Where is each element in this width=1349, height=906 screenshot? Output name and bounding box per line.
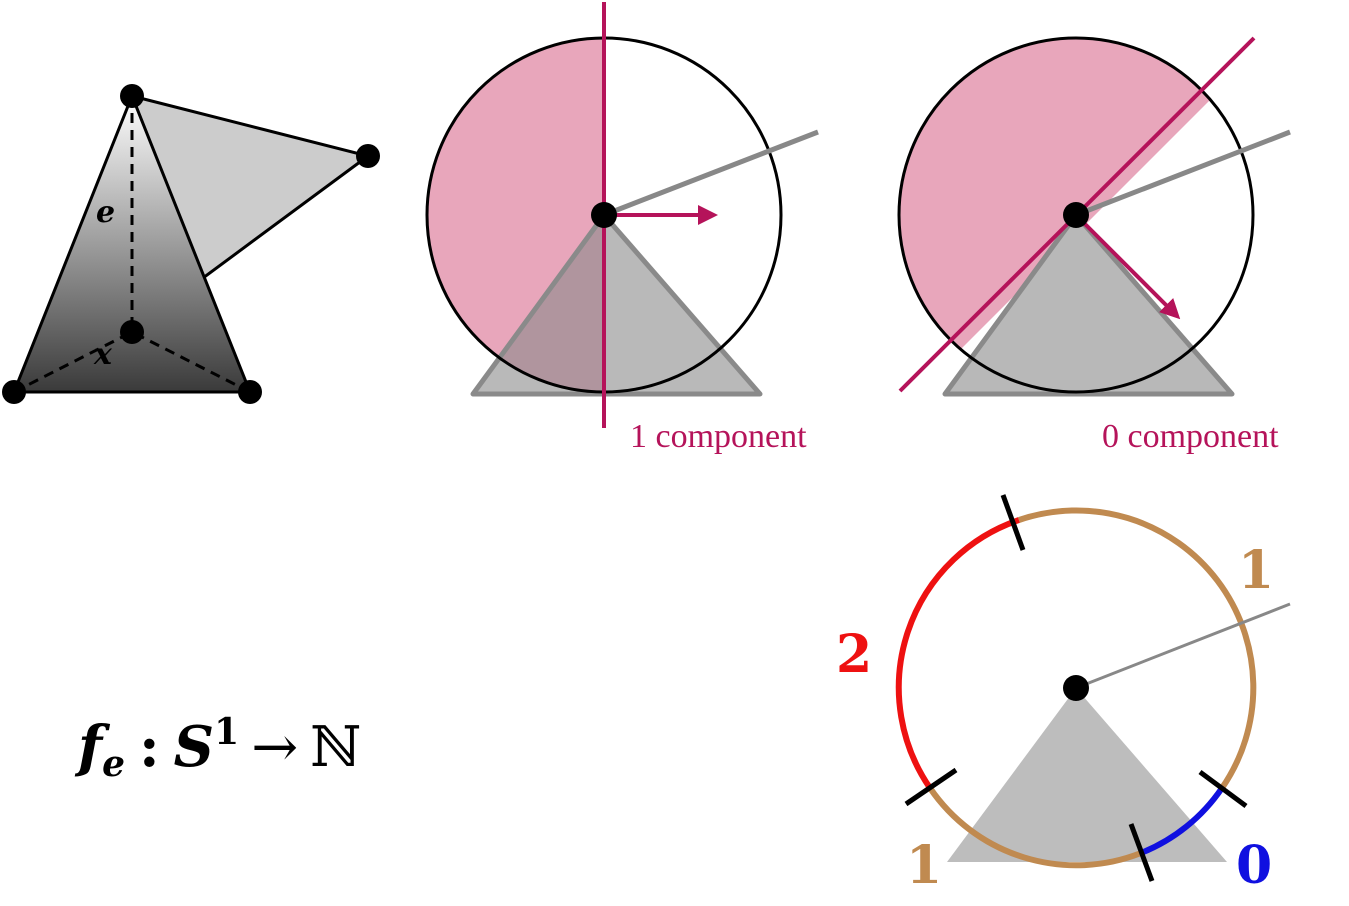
arc-label-one-top: 1: [1238, 540, 1274, 601]
formula-naturals: ℕ: [310, 715, 361, 780]
arc-one-tan-top: [1018, 507, 1257, 790]
gray-ray: [1075, 602, 1291, 690]
edge-label-e: e: [96, 195, 115, 230]
tick-mark: [904, 767, 958, 807]
formula-S-superscript: 1: [214, 711, 239, 753]
tetrahedron-face: [11, 91, 253, 394]
caption-one-component: 1 component: [630, 418, 807, 455]
vertex-right: [238, 380, 262, 404]
link-circle: [897, 36, 1255, 394]
formula: fe:S1→ℕ: [74, 711, 361, 785]
vertex-x: [120, 320, 144, 344]
center-point: [591, 202, 617, 228]
formula-f-subscript: e: [102, 743, 125, 785]
vertex-left: [2, 380, 26, 404]
direction-arrow: [1074, 213, 1181, 320]
tetrahedron-figure: e x: [2, 84, 380, 404]
hidden-edge-right: [131, 330, 251, 394]
caption-zero-component: 0 component: [1102, 418, 1279, 455]
gray-ray: [1075, 129, 1291, 218]
formula-S: S: [174, 714, 214, 780]
vertex-top: [120, 84, 144, 108]
gray-triangle: [470, 212, 763, 397]
circle-map-figure: 2 1 1 0: [836, 494, 1291, 896]
gray-triangle: [947, 688, 1227, 862]
gray-triangle: [942, 212, 1235, 397]
arc-label-one-bottom: 1: [906, 835, 942, 896]
formula-text: fe:S1→ℕ: [74, 711, 361, 785]
arc-two-red: [895, 517, 1020, 790]
arc-label-zero: 0: [1236, 835, 1272, 896]
arc-one-tan-bottom: [927, 786, 1143, 869]
tick-mark: [1000, 494, 1026, 551]
panel-zero-component: 0 component: [897, 36, 1291, 455]
gray-ray: [603, 129, 819, 218]
arc-label-two: 2: [836, 624, 872, 685]
formula-colon: :: [139, 714, 160, 780]
formula-arrow: →: [251, 715, 298, 780]
hidden-edge-left: [13, 330, 133, 394]
tick-mark: [1198, 769, 1248, 809]
vertex-label-x: x: [93, 337, 113, 372]
center-point: [1063, 202, 1089, 228]
center-point: [1063, 675, 1089, 701]
tick-mark: [1128, 823, 1155, 882]
panel-one-component: 1 component: [425, 2, 819, 455]
vertex-far: [356, 144, 380, 168]
arc-zero-blue: [1139, 786, 1225, 856]
